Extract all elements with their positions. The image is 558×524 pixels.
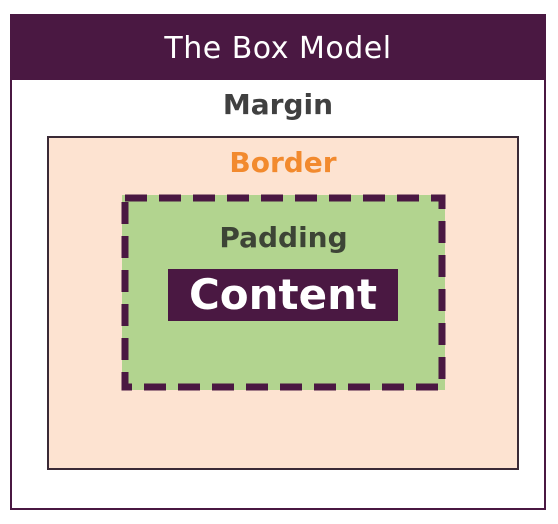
dashed-border-rect bbox=[121, 194, 446, 391]
box-model-diagram: The Box Model Margin Border Padding Cont… bbox=[10, 14, 546, 510]
border-label: Border bbox=[229, 146, 337, 179]
content-layer: Content bbox=[168, 269, 398, 321]
border-layer: Border Padding Content bbox=[47, 136, 519, 470]
margin-label: Margin bbox=[222, 88, 334, 121]
diagram-header: The Box Model bbox=[12, 16, 544, 80]
dashed-border-outline bbox=[121, 194, 446, 391]
padding-layer: Padding Content bbox=[121, 194, 446, 391]
diagram-title: The Box Model bbox=[164, 30, 392, 66]
padding-label: Padding bbox=[219, 221, 348, 254]
content-label: Content bbox=[188, 270, 378, 319]
